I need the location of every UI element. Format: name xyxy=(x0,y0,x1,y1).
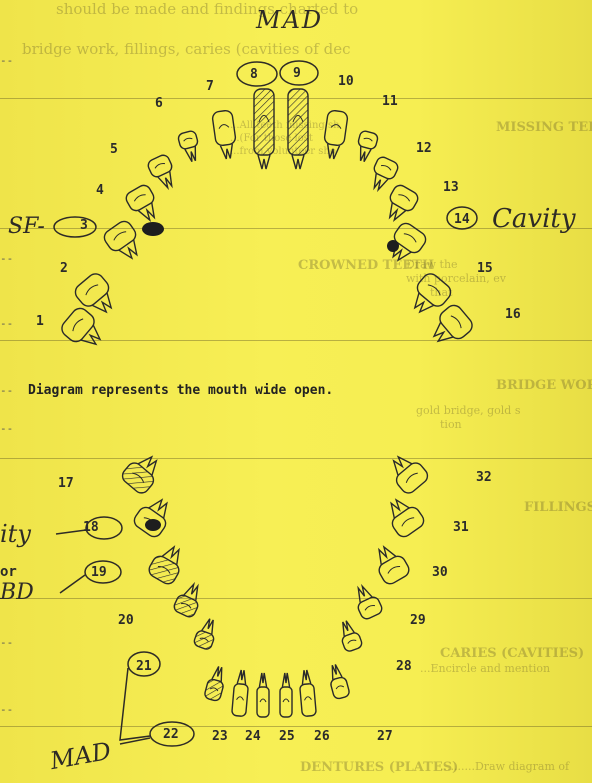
tooth-outline xyxy=(322,110,348,160)
pencil-line xyxy=(120,668,150,740)
tooth-number-4: 4 xyxy=(96,183,104,198)
annotation-cavity-left: ity xyxy=(0,520,31,548)
tooth-number-27: 27 xyxy=(377,729,393,744)
tooth-outline xyxy=(232,670,250,717)
filling-mark xyxy=(142,222,164,236)
tooth-number-29: 29 xyxy=(410,613,426,628)
tooth-outline xyxy=(405,271,454,321)
tooth-number-28: 28 xyxy=(396,659,412,674)
tooth-outline xyxy=(119,449,165,496)
tooth-number-8: 8 xyxy=(250,67,258,82)
tooth-outline xyxy=(381,493,426,540)
tooth-outline xyxy=(350,583,383,621)
tooth-outline xyxy=(288,89,308,169)
tooth-number-25: 25 xyxy=(279,729,295,744)
tooth-outline xyxy=(336,618,363,652)
tooth-outline xyxy=(172,581,205,619)
filling-mark xyxy=(145,519,161,531)
tooth-number-2: 2 xyxy=(60,261,68,276)
tooth-outline xyxy=(257,673,269,717)
tooth-outline xyxy=(212,110,238,160)
tooth-number-3: 3 xyxy=(80,218,88,233)
tooth-number-14: 14 xyxy=(454,212,470,227)
tooth-outline xyxy=(146,153,179,191)
circle-mark xyxy=(54,217,96,237)
tooth-number-6: 6 xyxy=(155,96,163,111)
tooth-outline xyxy=(426,302,476,351)
tooth-number-22: 22 xyxy=(163,727,179,742)
tooth-number-31: 31 xyxy=(453,520,469,535)
tooth-number-24: 24 xyxy=(245,729,261,744)
tooth-number-20: 20 xyxy=(118,613,134,628)
tooth-number-23: 23 xyxy=(212,729,228,744)
tooth-number-21: 21 xyxy=(136,659,152,674)
filling-mark xyxy=(387,240,399,252)
tooth-outline xyxy=(101,218,146,265)
diagram-caption: Diagram represents the mouth wide open. xyxy=(28,383,333,398)
tooth-number-1: 1 xyxy=(36,314,44,329)
tooth-number-16: 16 xyxy=(505,307,521,322)
tooth-outline xyxy=(384,449,430,496)
tooth-outline xyxy=(369,541,411,586)
tooth-outline xyxy=(326,663,350,700)
tooth-outline xyxy=(59,305,109,354)
tooth-number-11: 11 xyxy=(382,94,398,109)
tooth-outline xyxy=(381,183,421,225)
tooth-outline xyxy=(72,271,121,321)
tooth-outline xyxy=(354,130,379,164)
tooth-number-26: 26 xyxy=(314,729,330,744)
label-or: or xyxy=(0,564,17,580)
tooth-number-7: 7 xyxy=(206,79,214,94)
tooth-number-32: 32 xyxy=(476,470,492,485)
pencil-line xyxy=(56,530,86,534)
annotation-mad-top: MAD xyxy=(256,6,323,34)
tooth-number-5: 5 xyxy=(110,142,118,157)
tooth-number-9: 9 xyxy=(293,66,301,81)
tooth-outline xyxy=(298,670,316,717)
tooth-outline xyxy=(254,89,274,169)
tooth-outline xyxy=(177,130,202,164)
tooth-number-12: 12 xyxy=(416,141,432,156)
tooth-outline xyxy=(193,616,220,650)
annotation-bd: BD xyxy=(0,580,34,605)
tooth-number-17: 17 xyxy=(58,476,74,491)
tooth-number-13: 13 xyxy=(443,180,459,195)
tooth-outline xyxy=(131,493,176,540)
tooth-outline xyxy=(124,183,164,225)
tooth-outline xyxy=(146,541,188,586)
tooth-number-10: 10 xyxy=(338,74,354,89)
annotation-sf: SF- xyxy=(8,214,45,239)
tooth-number-19: 19 xyxy=(91,565,107,580)
tooth-outline xyxy=(280,673,292,717)
tooth-outline xyxy=(204,665,228,702)
annotation-cavity-right: Cavity xyxy=(492,204,576,234)
tooth-number-18: 18 xyxy=(83,520,99,535)
tooth-number-15: 15 xyxy=(477,261,493,276)
pencil-line xyxy=(60,575,85,593)
tooth-number-30: 30 xyxy=(432,565,448,580)
